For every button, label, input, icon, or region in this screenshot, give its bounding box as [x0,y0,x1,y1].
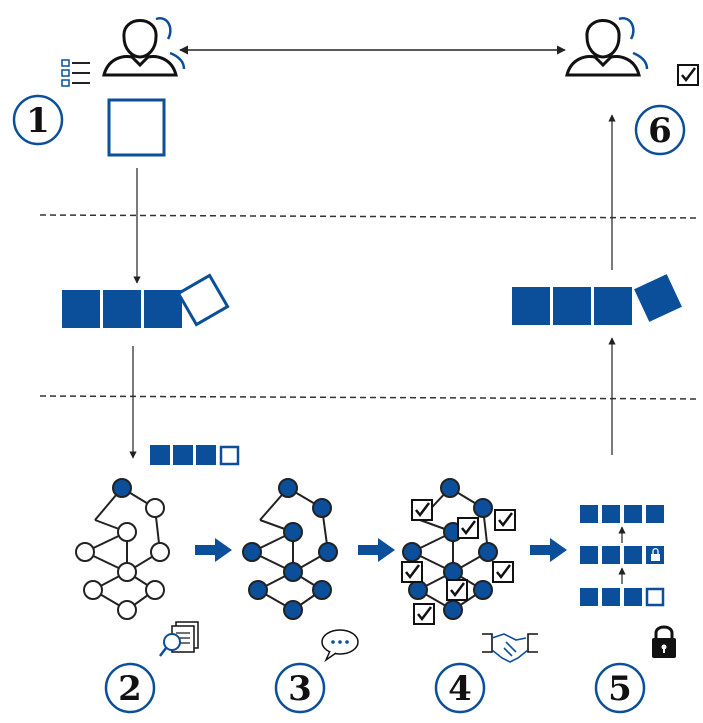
checkbox-icon [493,508,517,532]
checkbox-icon [412,602,436,626]
step-2-number: 2 [118,669,142,709]
step-6-number: 6 [648,111,672,151]
empty-block [107,98,166,157]
dashed-separator-top [39,214,701,219]
dashed-separator-bottom [39,395,701,400]
flow-arrow-4-to-5 [530,538,567,562]
network-graph-step-3 [242,478,338,620]
handshake-icon [482,633,538,663]
step-4-badge: 4 [434,662,486,714]
step-1-number: 1 [26,101,50,141]
stacked-block-chains [580,505,665,607]
checkbox-icon [456,516,480,540]
step-5-badge: 5 [594,662,646,714]
flow-arrow-2-to-3 [195,538,232,562]
step-3-number: 3 [288,669,312,709]
checkbox-icon [400,560,424,584]
flow-arrow-3-to-4 [358,538,395,562]
chat-bubble-icon [321,629,359,663]
checkbox-icon [410,498,434,522]
block-chain-confirmed [512,274,682,325]
block-chain-small [150,445,240,466]
block-chain-pending [62,273,230,328]
step-5-number: 5 [608,669,632,709]
checklist-icon [61,59,90,87]
lock-icon [652,625,676,658]
user-left-icon [102,16,186,77]
step-1-badge: 1 [12,94,64,146]
step-2-badge: 2 [104,662,156,714]
small-lock-icon [651,548,660,561]
checkbox-icon [445,578,469,602]
user-right-icon [565,16,649,77]
checkbox-icon [491,560,515,584]
document-search-icon [159,621,199,657]
checkbox-icon [676,63,700,87]
step-4-number: 4 [448,669,472,709]
network-graph-step-2 [75,478,170,620]
step-3-badge: 3 [274,662,326,714]
step-6-badge: 6 [634,104,686,156]
